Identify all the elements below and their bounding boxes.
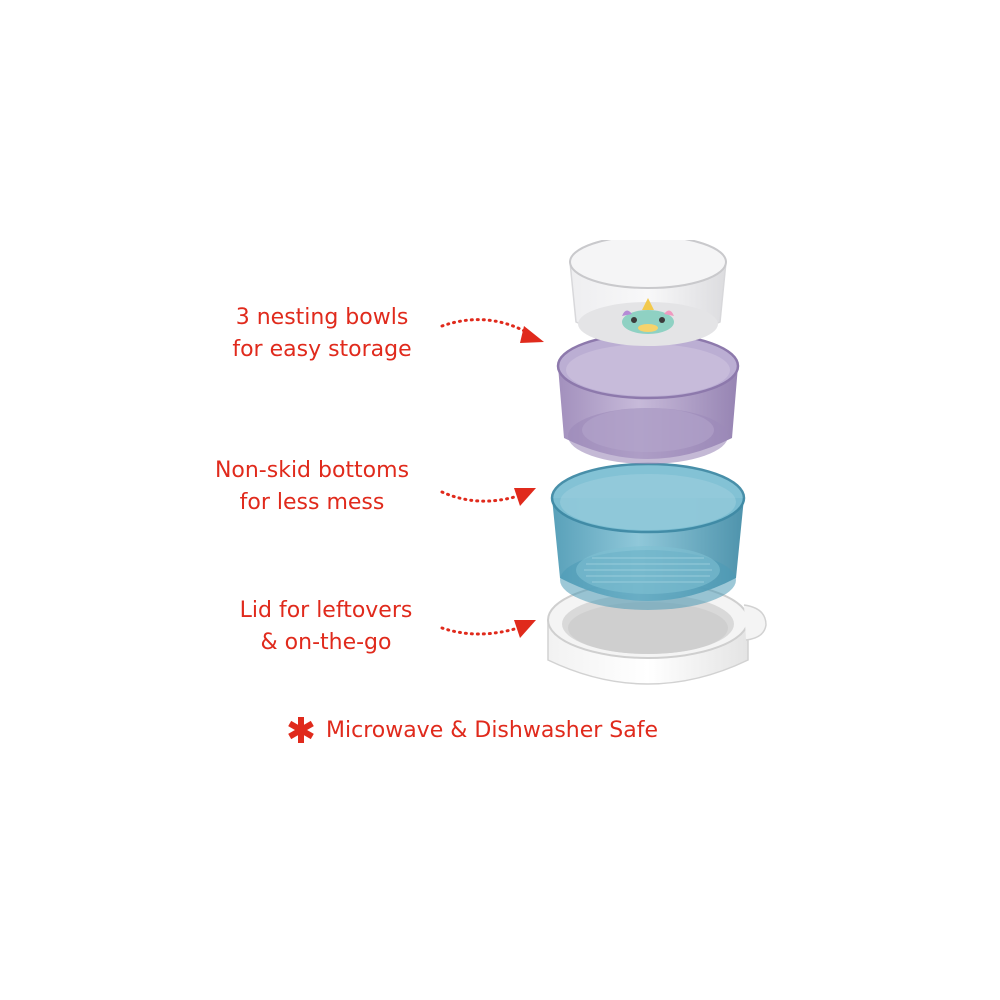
blue-bowl (550, 462, 746, 610)
callout-lid-line1: Lid for leftovers (239, 598, 413, 623)
callout-non-skid-line1: Non-skid bottoms (214, 458, 410, 483)
lid (547, 581, 767, 685)
callout-lid: Lid for leftovers & on-the-go (196, 595, 456, 659)
bowl-stack-illustration (547, 240, 767, 685)
callout-nesting-bowls-line2: for easy storage (232, 337, 412, 362)
dotted-arrow-icon (440, 620, 536, 638)
unicorn-face-icon (622, 298, 674, 334)
callout-non-skid: Non-skid bottoms for less mess (182, 455, 442, 519)
callout-non-skid-line2: for less mess (239, 490, 385, 515)
footer-text: Microwave & Dishwasher Safe (326, 717, 659, 743)
dotted-arrow-icon (440, 488, 536, 506)
callout-lid-line2: & on-the-go (260, 630, 392, 655)
purple-bowl (556, 332, 740, 464)
dotted-arrow-icon (440, 318, 544, 343)
asterisk-icon (288, 717, 314, 743)
callout-nesting-bowls-line1: 3 nesting bowls (235, 305, 409, 330)
callout-nesting-bowls: 3 nesting bowls for easy storage (192, 302, 452, 366)
footer-safety-note: Microwave & Dishwasher Safe (286, 712, 706, 748)
clear-bowl (569, 240, 727, 346)
